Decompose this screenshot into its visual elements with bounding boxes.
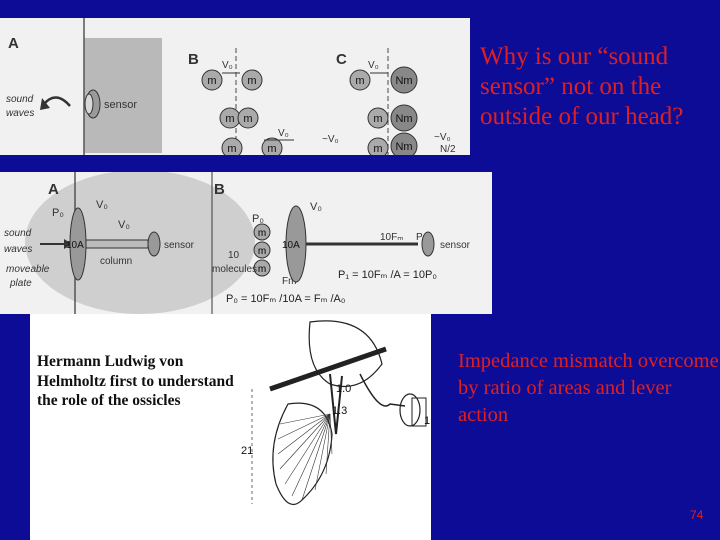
mid-waves: waves [4,244,32,255]
stapes-icon [399,393,421,427]
mid-p1: P₁ [416,232,427,243]
v0-b2: V₀ [278,128,289,139]
label-1: 1 [424,415,430,427]
helmholtz-caption: Hermann Ludwig von Helmholtz first to un… [37,353,234,409]
mid-mass-2: m [258,246,266,257]
mid-mass-3: m [258,264,266,275]
figure-impedance-masses: A sound waves sensor B m m V₀ m m m m V₀… [0,18,470,155]
arrow-icon [64,239,72,249]
mid-sound: sound [4,228,32,239]
eardrum-fibers [277,413,333,501]
column-icon [85,239,149,249]
panel-b-letter: B [188,51,199,68]
mid-sensor-icon [147,231,161,257]
mid-a-sensor: sensor [164,240,195,251]
mass-b6: m [267,143,276,155]
mid-a-area: 10A [66,240,84,251]
oval-window [411,397,427,427]
mass-c1: m [355,75,364,87]
mid-molecules: molecules [212,264,257,275]
mass-c2: m [373,113,382,125]
manubrium [329,373,343,435]
ratio-v0: ~V₀ [434,132,451,143]
neg-v0-c: ~V₀ [322,134,339,145]
label-1-0: 1.0 [336,383,351,395]
mid-moveable: moveable [6,264,50,275]
big-mass-c2: Nm [395,113,412,125]
ossicles-diagram: 21 1.0 1.3 1 [241,320,430,505]
mid-fm: Fm [282,276,296,287]
mass-b1: m [207,75,216,87]
ratio-n: N/2 [440,144,456,155]
v0-b1: V₀ [222,60,233,71]
v0-c1: V₀ [368,60,379,71]
label-21: 21 [241,445,253,457]
figure-area-ratio: A P₀ V₀ V₀ sound waves 10A column sensor… [0,172,492,314]
mid-b-area: 10A [282,240,300,251]
arrowhead-icon [40,98,50,110]
lever-axis [269,346,387,392]
big-mass-c3: Nm [395,141,412,153]
mid-b-letter: B [214,181,225,198]
mid-a-v0-column: V₀ [118,219,130,231]
equation-2: P₀ = 10Fₘ /10A = Fₘ /A₀ [226,293,345,305]
mass-b2: m [247,75,256,87]
area-ratio-diagram: A P₀ V₀ V₀ sound waves 10A column sensor… [4,172,471,314]
mid-b-sensor: sensor [440,240,471,251]
mass-b4: m [243,113,252,125]
mid-b-p0: P₀ [252,213,264,225]
mid-a-p0: P₀ [52,207,64,219]
mid-force: 10Fₘ [380,232,403,243]
curved-arrow-icon [43,96,71,107]
mass-b5: m [227,143,236,155]
incus [359,373,406,407]
mid-b-v0: V₀ [310,201,322,213]
masses-diagram: A sound waves sensor B m m V₀ m m m m V₀… [6,18,456,155]
panel-a-letter: A [8,35,19,52]
mass-b3: m [225,113,234,125]
panel-c-letter: C [336,51,347,68]
page-number: 74 [690,508,704,522]
label-1-3: 1.3 [332,405,347,417]
slide-title: Why is our “sound sensor” not on the out… [480,43,684,130]
sensor-label: sensor [104,99,137,111]
mid-a-letter: A [48,181,59,198]
mid-column: column [100,256,132,267]
waves-label: waves [6,108,34,119]
figure-ossicles: Hermann Ludwig von Helmholtz first to un… [30,314,431,540]
equation-1: P₁ = 10Fₘ /A = 10P₀ [338,269,437,281]
mass-c3: m [373,143,382,155]
big-mass-c1: Nm [395,75,412,87]
mid-count: 10 [228,250,240,261]
mid-plate: plate [9,278,32,289]
mid-b-sensor-icon [421,231,435,257]
mid-mass-1: m [258,228,266,239]
mid-a-v0: V₀ [96,199,108,211]
impedance-text: Impedance mismatch overcome by ratio of … [458,350,719,426]
eardrum-outline [272,402,333,505]
sound-label: sound [6,94,34,105]
